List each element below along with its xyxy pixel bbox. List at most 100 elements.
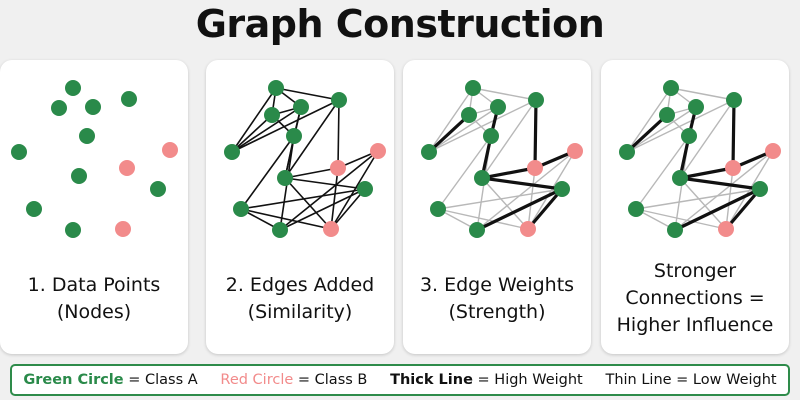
legend-value: = Class B xyxy=(293,372,368,388)
thick-edge xyxy=(427,113,471,154)
graph-edge xyxy=(279,188,366,231)
legend-value: = Low Weight xyxy=(671,372,777,388)
thick-edge xyxy=(678,166,735,180)
green-node xyxy=(121,91,137,107)
thin-edge xyxy=(428,87,474,153)
thick-edge xyxy=(731,98,736,170)
green-node xyxy=(264,107,280,123)
thin-edge xyxy=(626,87,672,153)
caption-line: (Strength) xyxy=(448,301,546,323)
caption-line: 3. Edge Weights xyxy=(419,274,575,296)
thin-edge xyxy=(527,150,576,230)
green-node xyxy=(461,107,477,123)
thin-edge xyxy=(725,167,734,230)
green-node xyxy=(85,99,101,115)
green-node xyxy=(286,128,302,144)
thin-edge xyxy=(481,99,537,179)
red-node xyxy=(718,221,734,237)
thin-edge xyxy=(725,150,774,230)
thick-edge xyxy=(526,187,564,231)
green-node xyxy=(293,99,309,115)
graph-edge xyxy=(284,167,339,179)
graph-edge xyxy=(330,167,339,230)
green-node xyxy=(672,170,688,186)
thin-edge xyxy=(481,177,529,230)
red-node xyxy=(765,143,781,159)
graph-weighted-edges xyxy=(421,80,583,238)
caption-line: (Nodes) xyxy=(56,301,132,323)
legend-item-class-a: Green Circle = Class A xyxy=(23,372,197,388)
thin-edge xyxy=(674,150,774,231)
thin-edge xyxy=(679,177,727,230)
red-node xyxy=(527,160,543,176)
red-node xyxy=(162,142,178,158)
caption-line: Connections = xyxy=(625,287,765,309)
thick-edge xyxy=(480,166,537,180)
graph-edge xyxy=(284,177,366,190)
thick-edge xyxy=(724,187,762,231)
red-node xyxy=(323,221,339,237)
green-node xyxy=(233,201,249,217)
green-node xyxy=(71,168,87,184)
panel-caption: 2. Edges Added (Similarity) xyxy=(206,272,394,326)
green-node xyxy=(474,170,490,186)
green-node xyxy=(11,144,27,160)
legend-key: Green Circle xyxy=(23,372,124,388)
graph-edge xyxy=(240,188,366,210)
graph-edge xyxy=(337,99,340,169)
green-node xyxy=(430,201,446,217)
graph-edge xyxy=(231,87,277,153)
red-node xyxy=(115,221,131,237)
thick-edge xyxy=(475,187,564,232)
graph-edge xyxy=(284,177,332,230)
green-node xyxy=(752,181,768,197)
graph-edge xyxy=(330,150,379,230)
legend: Green Circle = Class A Red Circle = Clas… xyxy=(10,364,790,396)
panel-stronger-connections: Stronger Connections = Higher Influence xyxy=(601,60,789,354)
green-node xyxy=(79,128,95,144)
red-node xyxy=(330,160,346,176)
caption-line: (Similarity) xyxy=(247,301,353,323)
green-node xyxy=(483,128,499,144)
green-node xyxy=(528,92,544,108)
green-node xyxy=(681,128,697,144)
thin-edge xyxy=(635,135,690,210)
legend-item-class-b: Red Circle = Class B xyxy=(220,372,367,388)
thick-edge xyxy=(625,113,669,154)
green-node xyxy=(65,80,81,96)
panel-data-points: 1. Data Points (Nodes) xyxy=(0,60,188,354)
thin-edge xyxy=(626,106,697,153)
thin-edge xyxy=(679,99,735,179)
thick-edge xyxy=(678,176,762,191)
thin-edge xyxy=(437,135,492,210)
red-node xyxy=(119,160,135,176)
thick-edge xyxy=(480,176,564,191)
thin-edge xyxy=(626,99,735,153)
caption-line: Stronger xyxy=(653,260,737,282)
graph-nodes-only xyxy=(11,80,178,238)
green-node xyxy=(65,222,81,238)
red-node xyxy=(520,221,536,237)
legend-key: Thin Line xyxy=(605,372,672,388)
graph-edge xyxy=(240,208,332,230)
green-node xyxy=(357,181,373,197)
graph-edge xyxy=(284,99,340,179)
green-node xyxy=(667,222,683,238)
thin-edge xyxy=(437,208,529,230)
green-node xyxy=(331,92,347,108)
graph-edge xyxy=(279,150,379,231)
graph-edge xyxy=(275,87,340,101)
legend-value: = Class A xyxy=(123,372,198,388)
green-node xyxy=(554,181,570,197)
red-node xyxy=(370,143,386,159)
green-node xyxy=(628,201,644,217)
panel-edge-weights: 3. Edge Weights (Strength) xyxy=(403,60,591,354)
thin-edge xyxy=(428,99,537,153)
green-node xyxy=(150,181,166,197)
graph-strong-edges xyxy=(619,80,781,238)
legend-item-low-weight: Thin Line = Low Weight xyxy=(605,372,776,388)
graph-edge xyxy=(231,99,340,153)
graph-with-edges xyxy=(224,80,386,238)
green-node xyxy=(688,99,704,115)
graph-edge xyxy=(240,135,295,210)
